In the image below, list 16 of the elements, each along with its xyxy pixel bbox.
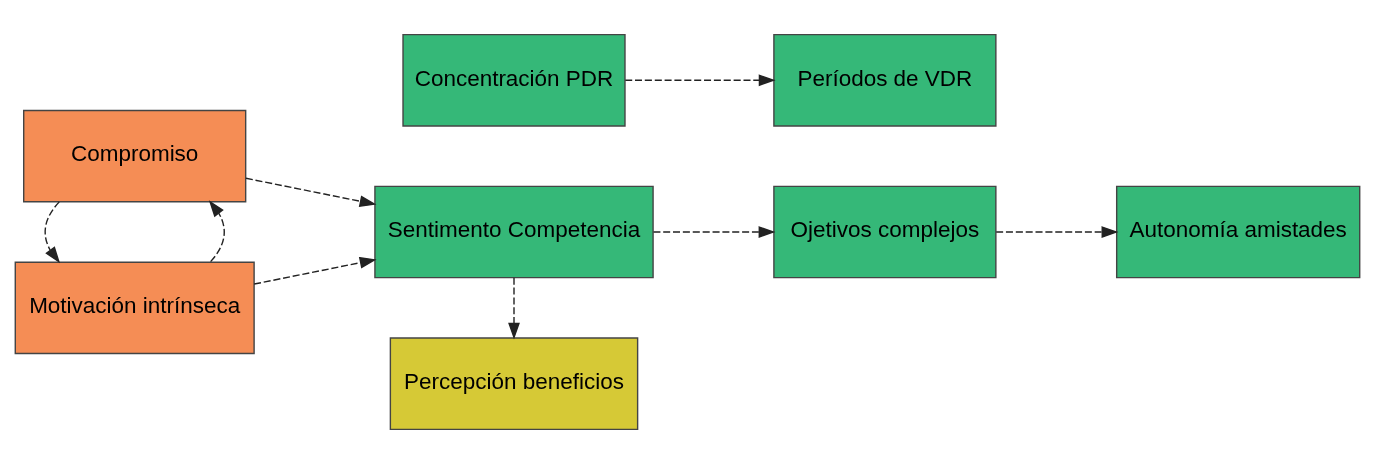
node-box: Concentración PDR	[402, 33, 626, 127]
arrow	[44, 200, 61, 263]
node-box: Percepción beneficios	[389, 336, 639, 430]
node-box: Compromiso	[23, 109, 247, 202]
node-box: Autonomía amistades	[1116, 185, 1361, 278]
arrow	[508, 276, 520, 340]
arrow	[245, 177, 377, 207]
node-box: Motivación intrínseca	[14, 261, 255, 354]
node-box: Sentimento Competencia	[374, 185, 654, 278]
arrow	[253, 256, 377, 285]
arrow	[208, 199, 225, 262]
arrow	[624, 73, 776, 86]
node-box: Ojetivos complejos	[773, 185, 997, 278]
node-box: Períodos de VDR	[773, 33, 997, 127]
arrow	[652, 225, 776, 238]
arrow	[995, 225, 1119, 238]
